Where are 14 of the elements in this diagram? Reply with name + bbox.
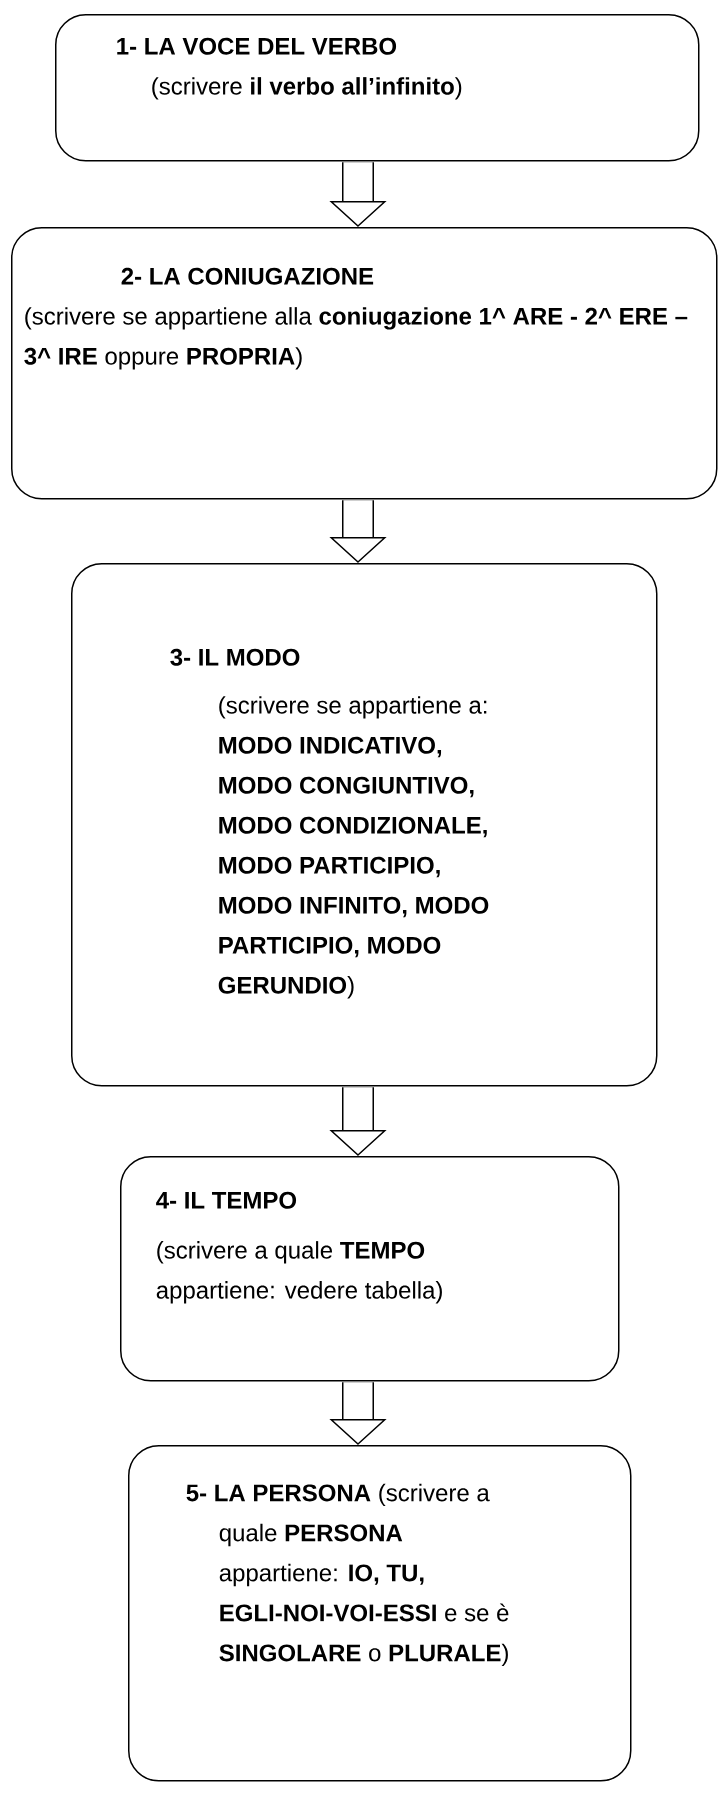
step-instruction: (scrivere se appartiene alla coniugazione 1^ ARE - 2^ ERE – 3^ IRE oppure PROPRIA) bbox=[24, 307, 688, 370]
process-box bbox=[128, 1445, 632, 1782]
process-box bbox=[120, 1156, 620, 1382]
step-text: 5- LA PERSONA (scrivere a quale PERSONA appartiene: IO, TU, EGLI-NOI-VOI-ESSI e se è SINGOLARE o PLURALE) bbox=[186, 1483, 509, 1667]
process-box bbox=[55, 14, 700, 162]
process-box bbox=[11, 227, 718, 500]
step-title: 1- LA VOCE DEL VERBO bbox=[117, 37, 397, 55]
step-instruction: (scrivere il verbo all’infinito) bbox=[152, 77, 462, 100]
process-box bbox=[71, 563, 658, 1087]
step-instruction: (scrivere se appartiene a: MODO INDICATIVO, MODO CONGIUNTIVO, MODO CONDIZIONALE, MODO PARTICIPIO, MODO INFINITO, MODO PARTICIPIO, MODO GERUNDIO) bbox=[218, 696, 489, 999]
step-instruction: (scrivere a quale TEMPO appartiene: vedere tabella) bbox=[156, 1241, 442, 1304]
step-title: 4- IL TEMPO bbox=[156, 1191, 297, 1209]
step-title: 2- LA CONIUGAZIONE bbox=[121, 267, 374, 285]
step-title: 3- IL MODO bbox=[170, 648, 300, 666]
